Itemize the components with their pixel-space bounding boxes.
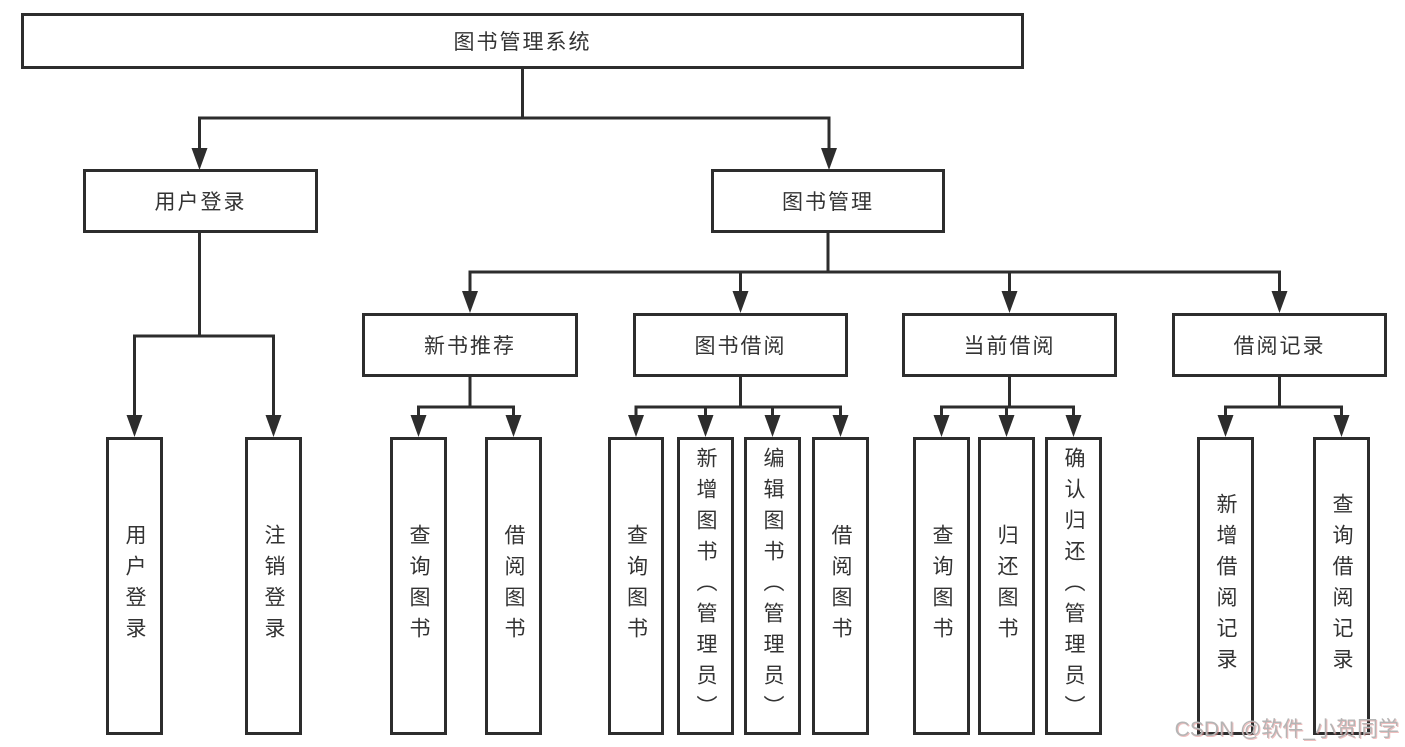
leaf-add-book-admin-label: 新增图书（管理员） <box>694 446 717 726</box>
node-system-root-label: 图书管理系统 <box>453 31 592 54</box>
leaf-add-borrow-record: 新增借阅记录 <box>1197 437 1254 735</box>
node-current-borrowing: 当前借阅 <box>902 313 1117 377</box>
leaf-borrow-books-recommend: 借阅图书 <box>485 437 542 735</box>
node-new-book-recommendation: 新书推荐 <box>362 313 578 377</box>
node-user-login: 用户登录 <box>83 169 318 233</box>
leaf-borrow-books-borrow: 借阅图书 <box>812 437 869 735</box>
leaf-user-login-label: 用户登录 <box>123 524 146 648</box>
leaf-add-book-admin: 新增图书（管理员） <box>677 437 734 735</box>
leaf-query-books-recommend-label: 查询图书 <box>407 524 430 648</box>
node-new-book-recommendation-label: 新书推荐 <box>424 335 516 358</box>
node-book-borrowing: 图书借阅 <box>633 313 848 377</box>
node-user-login-label: 用户登录 <box>154 191 247 214</box>
connector-paths <box>133 67 1343 419</box>
leaf-edit-book-admin-label: 编辑图书（管理员） <box>761 446 784 726</box>
leaf-query-borrow-record: 查询借阅记录 <box>1313 437 1370 735</box>
leaf-query-books-current-label: 查询图书 <box>930 524 953 648</box>
arrowheads <box>126 148 1350 437</box>
leaf-query-books-borrow: 查询图书 <box>608 437 664 735</box>
leaf-query-books-borrow-label: 查询图书 <box>624 524 648 648</box>
leaf-confirm-return-admin-label: 确认归还（管理员） <box>1062 446 1085 726</box>
node-book-management: 图书管理 <box>711 169 945 233</box>
leaf-add-borrow-record-label: 新增借阅记录 <box>1214 493 1237 679</box>
leaf-edit-book-admin: 编辑图书（管理员） <box>744 437 801 735</box>
leaf-return-books-label: 归还图书 <box>995 524 1018 648</box>
leaf-logout-label: 注销登录 <box>262 524 285 648</box>
leaf-logout: 注销登录 <box>245 437 302 735</box>
node-system-root: 图书管理系统 <box>21 13 1024 69</box>
leaf-query-borrow-record-label: 查询借阅记录 <box>1330 493 1353 679</box>
leaf-borrow-books-borrow-label: 借阅图书 <box>829 524 852 648</box>
leaf-borrow-books-recommend-label: 借阅图书 <box>502 524 525 648</box>
leaf-return-books: 归还图书 <box>978 437 1035 735</box>
leaf-user-login: 用户登录 <box>106 437 163 735</box>
leaf-query-books-recommend: 查询图书 <box>390 437 447 735</box>
node-current-borrowing-label: 当前借阅 <box>963 335 1056 358</box>
node-borrowing-records-label: 借阅记录 <box>1233 335 1326 358</box>
leaf-query-books-current: 查询图书 <box>913 437 970 735</box>
node-book-management-label: 图书管理 <box>782 191 874 214</box>
leaf-confirm-return-admin: 确认归还（管理员） <box>1045 437 1102 735</box>
node-book-borrowing-label: 图书借阅 <box>694 335 787 358</box>
node-borrowing-records: 借阅记录 <box>1172 313 1387 377</box>
